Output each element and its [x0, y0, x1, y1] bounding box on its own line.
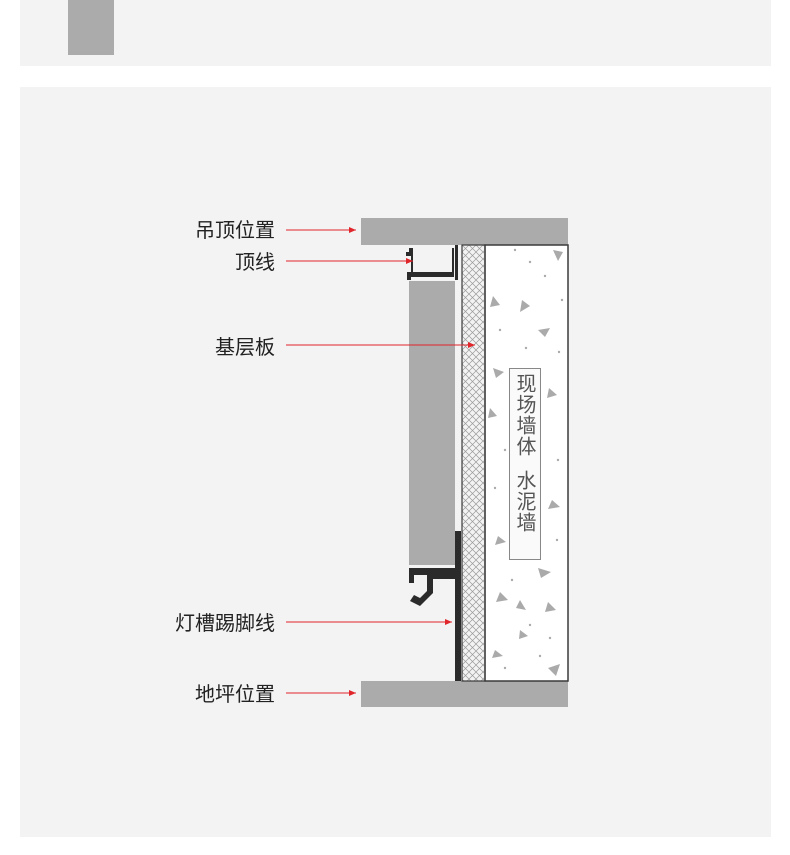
floor-label: 地坪位置: [195, 682, 275, 706]
ceiling-label: 吊顶位置: [195, 218, 275, 242]
wall-label-box: 现场墙体 水泥墙: [509, 368, 541, 560]
concrete-aggregate: [488, 248, 564, 676]
top-line-label: 顶线: [235, 250, 275, 274]
base-board-layer: [461, 244, 486, 682]
wall-label-line1: 现场墙体: [513, 373, 537, 457]
skirting-label: 灯槽踢脚线: [175, 611, 275, 635]
floor-slab: [361, 681, 568, 707]
ceiling-slab: [361, 218, 568, 245]
wall-label-line2: 水泥墙: [513, 470, 537, 534]
diagram-panel: [20, 87, 771, 837]
top-line-profile: [406, 245, 454, 280]
base-board-label: 基层板: [215, 335, 275, 359]
finish-panel: [409, 281, 455, 565]
top-line-backing: [455, 245, 458, 280]
skirting-profile: [409, 531, 461, 681]
top-accent-block: [68, 0, 114, 55]
top-band: [20, 0, 771, 66]
